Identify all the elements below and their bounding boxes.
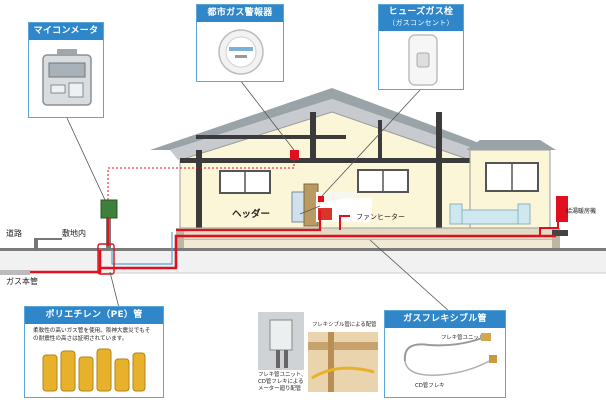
pe-pipe-desc-2: の耐震性の高さは証明されています。 [33,335,127,343]
meter-unit-photo [258,312,304,370]
callout-gas-alarm: 都市ガス警報器 [196,4,284,82]
flex-piping-photo [308,332,378,392]
label-fan-heater: ファンヒーター [356,212,405,222]
label-premises: 敷地内 [62,228,86,239]
callout-pe-pipe: ポリエチレン（PE）管 柔軟性の高いガス管を使用。阪神大震災でもそ の耐震性の高… [24,306,164,398]
unit-caption-3: メーター廻り配管 [258,386,301,393]
callout-title: ヒューズガス栓 （ガスコンセント） [379,5,463,31]
label-road: 道路 [6,228,22,239]
soil [0,251,606,273]
callout-title: ガスフレキシブル管 [385,311,505,328]
unit-caption-1: フレキ管ユニット、 [258,372,306,379]
callout-title: ポリエチレン（PE）管 [25,307,163,324]
cd-pipe-label: CD管フレキ [415,383,444,390]
post [436,112,442,228]
ground-line [0,248,606,251]
label-water-heater: 給湯暖房機 [566,206,596,215]
fuse-valve-title: ヒューズガス栓 [379,7,463,18]
label-gas-main: ガス本管 [6,276,38,287]
pe-pipe-photo [39,347,149,393]
beam [180,158,470,163]
meter-device [101,200,117,218]
gas-alarm-icon [211,25,271,79]
callout-flex-pipe: ガスフレキシブル管 フレキ管ユニット CD管フレキ [384,310,506,398]
post [196,150,202,228]
fuse-valve-icon [403,33,443,89]
micom-meter-icon [37,49,97,109]
callout-title: 都市ガス警報器 [197,5,283,22]
label-header: ヘッダー [232,206,270,220]
callout-micom-meter: マイコンメーター [28,22,104,118]
unit-caption-2: CD管フレキによる [258,379,304,386]
fuse-valve-device [318,196,324,202]
flex-pipe-photo [389,331,503,383]
pe-pipe-desc-1: 柔軟性の高いガス管を使用。阪神大震災でもそ [33,327,150,335]
callout-title: マイコンメーター [29,23,103,40]
callout-fuse-valve: ヒューズガス栓 （ガスコンセント） [378,4,464,90]
fuse-valve-subtitle: （ガスコンセント） [379,18,463,29]
gas-alarm-device [290,150,299,160]
flex-piping-caption: フレキシブル管による配管 [312,322,377,329]
